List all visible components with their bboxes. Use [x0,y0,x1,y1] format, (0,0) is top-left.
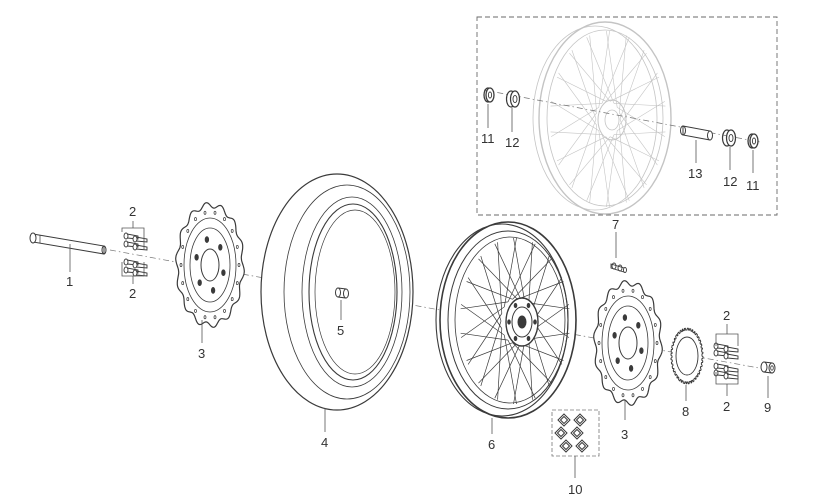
callout-11-right: 11 [746,178,760,193]
spacer-tube [680,125,713,141]
bearing-left [505,90,521,108]
bearing-right [721,129,737,147]
callout-6: 6 [488,437,495,452]
callout-7: 7 [612,217,619,232]
callout-2-lower-right: 2 [723,399,730,414]
callout-3-right: 3 [621,427,628,442]
spoked-wheel-rim [435,221,577,419]
disc-bolts-left [123,232,148,277]
balance-weights [551,409,600,457]
brake-disc-left [175,202,245,328]
callout-10: 10 [568,482,582,497]
callout-2-upper-right: 2 [723,308,730,323]
callout-1: 1 [66,274,73,289]
oil-seal-left [483,87,495,103]
callout-12-left: 12 [505,135,519,150]
callout-2-upper-left: 2 [129,204,136,219]
disc-bolts-right [713,342,739,380]
front-axle [29,232,107,255]
callout-2-lower-left: 2 [129,286,136,301]
tire-valve [610,262,627,273]
callout-12-right: 12 [723,174,737,189]
axle-spacer [335,287,349,299]
callout-9: 9 [764,400,771,415]
callout-11-left: 11 [481,131,495,146]
callout-13: 13 [688,166,702,181]
callout-8: 8 [682,404,689,419]
abs-tone-ring [670,327,704,385]
brake-disc-right [593,280,663,406]
callout-4: 4 [321,435,328,450]
bearing-detail-inset: 11 12 13 12 11 [476,16,778,216]
ghost-wheel [532,21,672,215]
right-spacer [760,361,776,374]
callout-5: 5 [337,323,344,338]
callout-3-left: 3 [198,346,205,361]
oil-seal-right [747,133,759,149]
